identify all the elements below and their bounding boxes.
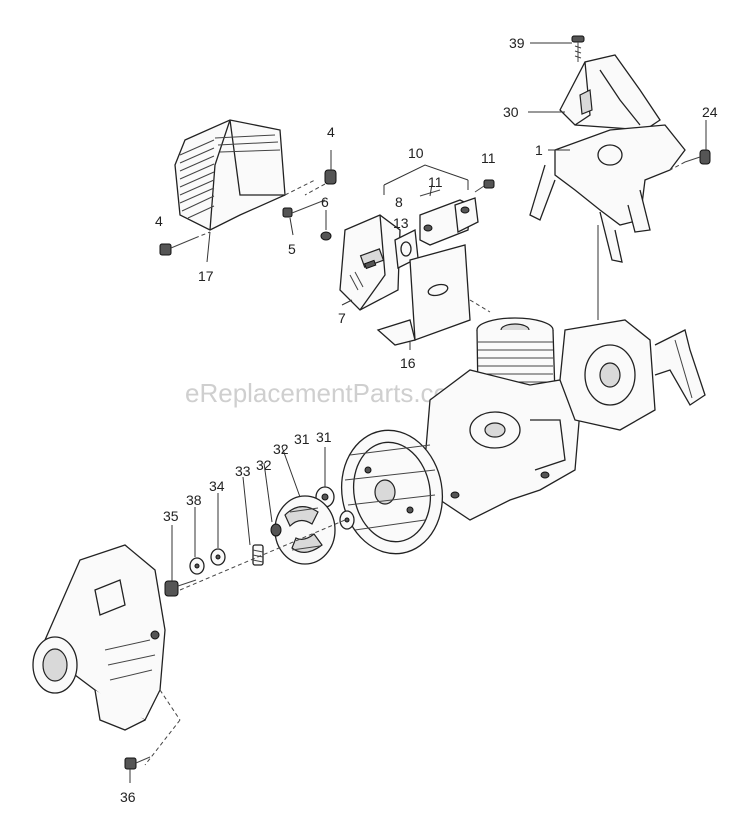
part-31-washer-bottom (339, 510, 355, 530)
part-30-bracket (528, 54, 661, 131)
part-35-bolt (164, 525, 197, 597)
callout-11-b: 11 (428, 174, 443, 190)
callout-39: 39 (509, 35, 525, 51)
callout-34: 34 (209, 478, 225, 494)
part-39-screw (530, 35, 585, 62)
part-4-screw-left (159, 231, 211, 256)
callout-32-b: 32 (256, 457, 272, 473)
flywheel (340, 429, 444, 555)
part-5-bolt (282, 199, 326, 236)
recoil-starter (559, 319, 706, 431)
callout-31-a: 31 (316, 429, 332, 445)
callout-24: 24 (702, 104, 718, 120)
engine-crankcase (424, 369, 581, 521)
part-1-cover (529, 124, 686, 320)
callout-31-b: 31 (294, 431, 310, 447)
callout-32-a: 32 (273, 441, 289, 457)
part-16-heat-shield (376, 244, 491, 350)
part-32-clutch (263, 446, 336, 565)
callout-38: 38 (186, 492, 202, 508)
part-10-bracket-assembly (383, 164, 495, 246)
part-17-shroud (174, 119, 316, 263)
callout-8: 8 (395, 194, 403, 210)
callout-7: 7 (338, 310, 346, 326)
callout-4-top: 4 (327, 124, 335, 140)
assembly-axis (179, 519, 346, 591)
callout-1: 1 (535, 142, 543, 158)
callout-36: 36 (120, 789, 136, 805)
callout-33: 33 (235, 463, 251, 479)
callout-4-left: 4 (155, 213, 163, 229)
callout-16: 16 (400, 355, 416, 371)
part-6-washer (320, 210, 332, 241)
callout-11-a: 11 (481, 150, 496, 166)
callout-35: 35 (163, 508, 179, 524)
part-36-screw (124, 756, 151, 783)
callout-5: 5 (288, 241, 296, 257)
callout-17: 17 (198, 268, 214, 284)
part-31-washer-top (315, 447, 335, 508)
part-33-spring (242, 476, 264, 566)
part-7-muffler (339, 214, 401, 311)
part-24-screw (669, 120, 711, 171)
callout-6: 6 (321, 194, 329, 210)
part-38-washer (189, 507, 205, 575)
callout-10: 10 (408, 145, 424, 161)
callout-30: 30 (503, 104, 519, 120)
clutch-housing (32, 544, 181, 766)
callout-13: 13 (393, 215, 409, 231)
watermark: eReplacementParts.com (185, 378, 470, 408)
part-4-screw-top (304, 150, 337, 196)
callout-labels: 39 30 24 1 4 10 11 11 8 13 6 5 4 17 7 16… (120, 35, 718, 805)
part-34-washer (210, 493, 226, 566)
